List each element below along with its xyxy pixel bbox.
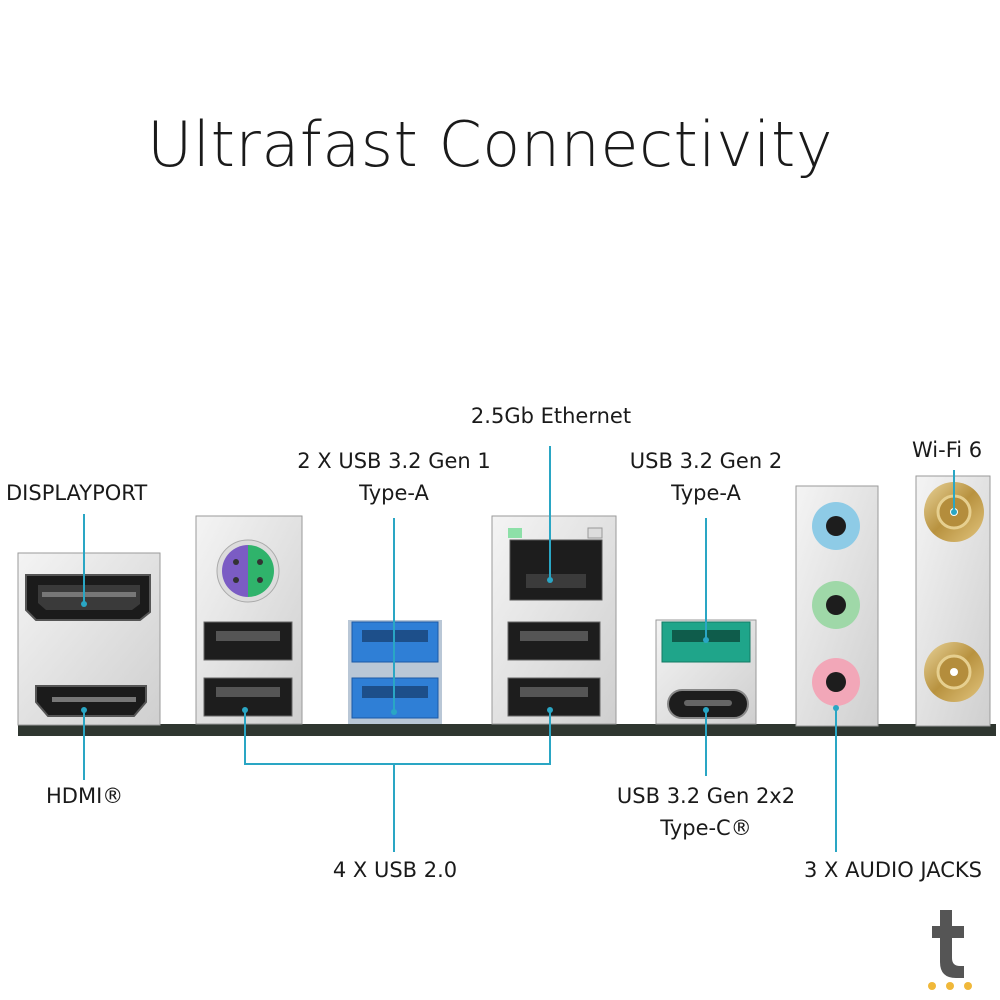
label-hdmi: HDMI® <box>46 784 124 808</box>
audio-jacks-housing <box>795 485 879 727</box>
label-audio: 3 X AUDIO JACKS <box>804 858 982 882</box>
label-usb32-gen1: 2 X USB 3.2 Gen 1 Type-A <box>290 445 498 509</box>
ps2-usb2-housing <box>195 515 303 725</box>
label-usb32-gen2-line1: USB 3.2 Gen 2 <box>629 449 783 473</box>
label-ethernet: 2.5Gb Ethernet <box>470 404 632 428</box>
page-title: Ultrafast Connectivity <box>146 108 834 181</box>
ethernet-port <box>509 539 603 601</box>
label-usb32-gen2: USB 3.2 Gen 2 Type-A <box>620 445 792 509</box>
wifi-antenna-housing <box>915 475 991 727</box>
label-wifi: Wi-Fi 6 <box>912 438 983 462</box>
label-usb32-gen1-line1: 2 X USB 3.2 Gen 1 <box>297 449 491 473</box>
t-logo-icon <box>928 910 972 990</box>
label-usb32-gen1-line2: Type-A <box>359 481 429 505</box>
label-usb-c-line2: Type-C® <box>660 816 752 840</box>
ethernet-usb2-housing <box>491 515 617 725</box>
label-usb20: 4 X USB 2.0 <box>332 858 458 882</box>
label-displayport: DISPLAYPORT <box>6 481 148 505</box>
video-ports-housing <box>17 552 161 726</box>
callout-dots <box>81 509 957 715</box>
label-usb32-gen2-line2: Type-A <box>671 481 741 505</box>
callout-lines <box>83 446 955 852</box>
board-strip <box>18 724 996 736</box>
label-usb-c: USB 3.2 Gen 2x2 Type-C® <box>608 780 804 844</box>
label-usb-c-line1: USB 3.2 Gen 2x2 <box>616 784 796 808</box>
